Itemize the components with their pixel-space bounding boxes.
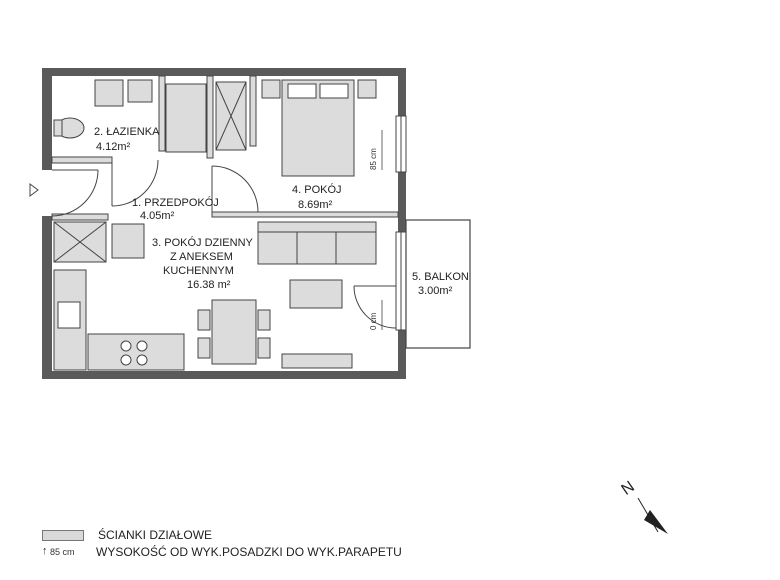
tv-stand <box>281 353 353 369</box>
entrance-opening <box>42 170 52 216</box>
room-label-bedroom: 4. POKÓJ <box>292 183 342 196</box>
legend-sill-text: WYSOKOŚĆ OD WYK.POSADZKI DO WYK.PARAPETU <box>96 545 402 559</box>
bedroom-furniture <box>261 79 377 177</box>
sofa <box>257 221 377 265</box>
room-area-bathroom: 4.12m² <box>96 141 131 153</box>
room-label-living-3: KUCHENNYM <box>163 265 234 277</box>
room-area-balcony: 3.00m² <box>418 285 453 297</box>
room-label-balcony: 5. BALKON <box>412 271 469 283</box>
sill-height-balcony: 0 cm <box>369 312 378 330</box>
legend-partition-text: ŚCIANKI DZIAŁOWE <box>98 528 213 542</box>
balcony <box>405 219 471 349</box>
kitchen-sink <box>57 301 81 329</box>
sink <box>127 79 153 103</box>
dining-table <box>211 299 257 365</box>
room-label-hallway: 1. PRZEDPOKÓJ <box>132 196 219 209</box>
entrance-arrow-icon <box>29 183 39 197</box>
nightstand-left <box>261 79 281 99</box>
kitchen-units <box>53 221 185 371</box>
nightstand-right <box>357 79 377 99</box>
sill-height-bedroom: 85 cm <box>369 148 378 170</box>
washing-machine <box>94 79 124 107</box>
doors <box>51 159 397 329</box>
bathtub <box>165 83 207 153</box>
fridge <box>111 223 145 259</box>
sill-arrow-icon: ↑ 85 cm <box>42 545 75 557</box>
legend-sill-value: 85 cm <box>50 547 75 557</box>
coffee-table <box>289 279 343 309</box>
structural-walls <box>42 68 406 379</box>
room-label-living-1: 3. POKÓJ DZIENNY <box>152 236 254 249</box>
counter-bottom <box>87 333 185 371</box>
north-arrow-icon: N <box>618 478 668 534</box>
room-label-bathroom: 2. ŁAZIENKA <box>94 126 160 138</box>
room-area-hallway: 4.05m² <box>140 210 175 222</box>
bathroom-fixtures <box>53 79 207 153</box>
partition-swatch <box>42 529 84 541</box>
room-area-bedroom: 8.69m² <box>298 199 333 211</box>
dining-set <box>197 299 271 365</box>
wardrobe <box>215 81 247 151</box>
partition-walls <box>51 75 399 221</box>
legend-sill: ↑ 85 cm WYSOKOŚĆ OD WYK.POSADZKI DO WYK.… <box>42 545 402 559</box>
legend-partition: ŚCIANKI DZIAŁOWE <box>42 528 212 542</box>
room-label-living-2: Z ANEKSEM <box>170 251 233 263</box>
room-area-living: 16.38 m² <box>187 279 231 291</box>
north-letter: N <box>618 478 637 499</box>
